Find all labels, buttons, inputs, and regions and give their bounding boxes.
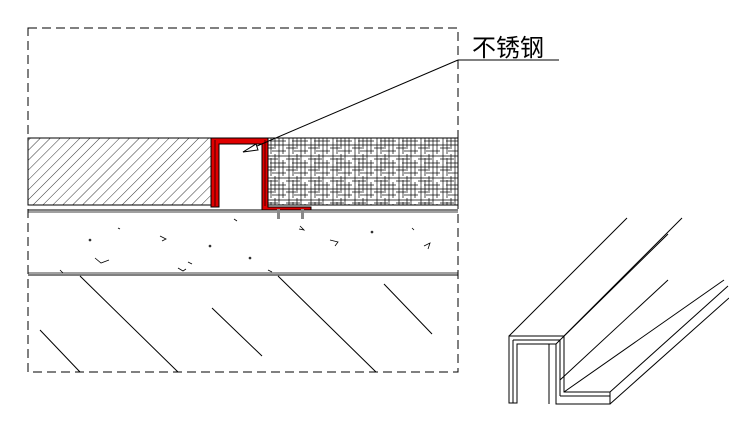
profile-isometric-view	[508, 217, 729, 405]
leader-line	[242, 59, 559, 153]
stainless-steel-u-channel	[210, 137, 312, 211]
structural-slab	[28, 274, 458, 373]
mosaic-layer	[267, 137, 459, 206]
stone-layer	[27, 137, 212, 206]
material-label: 不锈钢	[472, 34, 544, 62]
anchor-fixings	[277, 209, 304, 219]
screed-layer	[28, 211, 458, 274]
